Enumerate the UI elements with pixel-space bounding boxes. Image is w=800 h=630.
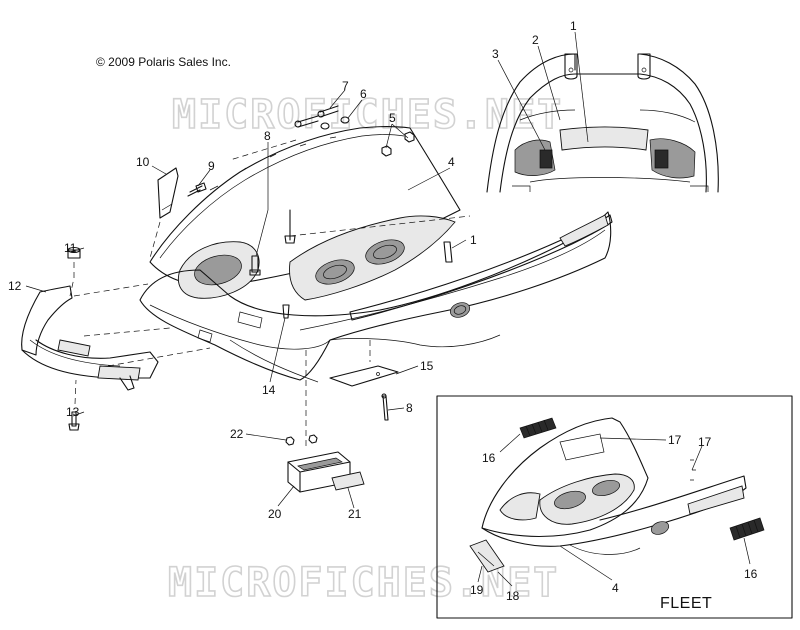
leader-lines: [25, 31, 751, 587]
callout-3: 3: [492, 47, 499, 61]
callout-18: 18: [506, 589, 520, 603]
decal-16-top: [519, 417, 557, 439]
bolt-8-lower: [381, 393, 389, 421]
callout-6: 6: [360, 87, 367, 101]
decal-16-bottom: [729, 517, 765, 541]
bumper-12: [21, 285, 159, 391]
callout-4-fleet: 4: [612, 581, 619, 595]
callout-17-fleet-b: 17: [698, 435, 712, 449]
callout-13: 13: [66, 405, 80, 419]
callout-1-side: 1: [470, 233, 477, 247]
fleet-inset-frame: [436, 395, 793, 619]
callout-5: 5: [389, 111, 396, 125]
fleet-hood-assembly: [481, 417, 747, 555]
callout-15: 15: [420, 359, 434, 373]
screw-22: [285, 434, 318, 446]
callout-7: 7: [342, 79, 349, 93]
bolt-7: [294, 105, 339, 128]
callout-9: 9: [208, 159, 215, 173]
callout-19: 19: [470, 583, 484, 597]
plate-15: [329, 365, 399, 387]
callout-20: 20: [268, 507, 282, 521]
screw-9: [187, 182, 207, 197]
decal-18-19: [469, 539, 505, 573]
callouts: 1 2 3 7 6 5 4 8 10 9 1 11 12 13 14 15 8 …: [8, 19, 758, 603]
callout-1-top: 1: [570, 19, 577, 33]
pad-21: [331, 471, 365, 491]
callout-8-upper: 8: [264, 129, 271, 143]
washer-6: [320, 116, 350, 130]
callout-11: 11: [64, 241, 77, 255]
callout-14: 14: [262, 383, 276, 397]
callout-22: 22: [230, 427, 244, 441]
callout-8-lower: 8: [406, 401, 413, 415]
hood-assembly: [139, 125, 613, 383]
callout-4-main: 4: [448, 155, 455, 169]
assembly-lines: [69, 139, 471, 448]
copyright-text: © 2009 Polaris Sales Inc.: [96, 55, 231, 69]
callout-16-fleet-top: 16: [482, 451, 496, 465]
fleet-label: FLEET: [660, 595, 712, 612]
rear-view-detail: [486, 53, 719, 193]
nut-5: [381, 131, 415, 157]
bracket-10: [157, 167, 179, 219]
callout-2: 2: [532, 33, 539, 47]
callout-10: 10: [136, 155, 150, 169]
callout-21: 21: [348, 507, 362, 521]
watermark-top: MICROFICHES.NET: [172, 92, 563, 138]
callout-16-fleet-bottom: 16: [744, 567, 758, 581]
callout-12: 12: [8, 279, 22, 293]
screw-13: [68, 411, 80, 431]
callout-17-fleet-a: 17: [668, 433, 682, 447]
